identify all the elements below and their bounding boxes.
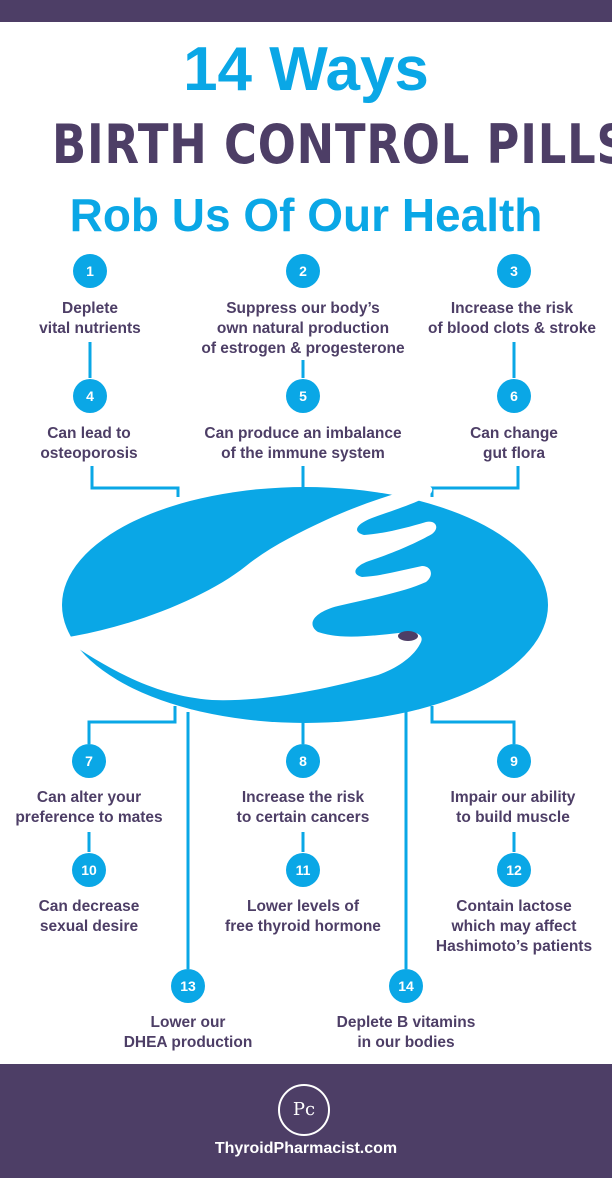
title-line-2: BIRTH CONTROL PILLS <box>52 113 612 176</box>
item-2-number: 2 <box>286 254 320 288</box>
logo-monogram: Pc <box>293 1099 315 1120</box>
item-11-number: 11 <box>286 853 320 887</box>
title-line-1: 14 Ways <box>183 35 429 104</box>
item-5-number: 5 <box>286 379 320 413</box>
ring-icon <box>398 631 418 641</box>
item-13-number: 13 <box>171 969 205 1003</box>
connector-line-7 <box>87 706 177 744</box>
footer-website[interactable]: ThyroidPharmacist.com <box>214 1140 398 1157</box>
item-3-number: 3 <box>497 254 531 288</box>
item-1-number: 1 <box>73 254 107 288</box>
hand-illustration <box>62 485 437 701</box>
item-7-number: 7 <box>72 744 106 778</box>
title-line-3: Rob Us Of Our Health <box>69 189 543 241</box>
connector-line-6 <box>430 466 520 497</box>
item-14-number: 14 <box>389 969 423 1003</box>
connector-line-9 <box>430 706 516 744</box>
item-10-number: 10 <box>72 853 106 887</box>
item-8-number: 8 <box>286 744 320 778</box>
item-12-number: 12 <box>497 853 531 887</box>
item-9-number: 9 <box>497 744 531 778</box>
item-6-number: 6 <box>497 379 531 413</box>
connector-line-4 <box>90 466 180 497</box>
top-band <box>0 0 612 22</box>
pc-logo-icon: Pc <box>278 1084 330 1136</box>
item-4-number: 4 <box>73 379 107 413</box>
